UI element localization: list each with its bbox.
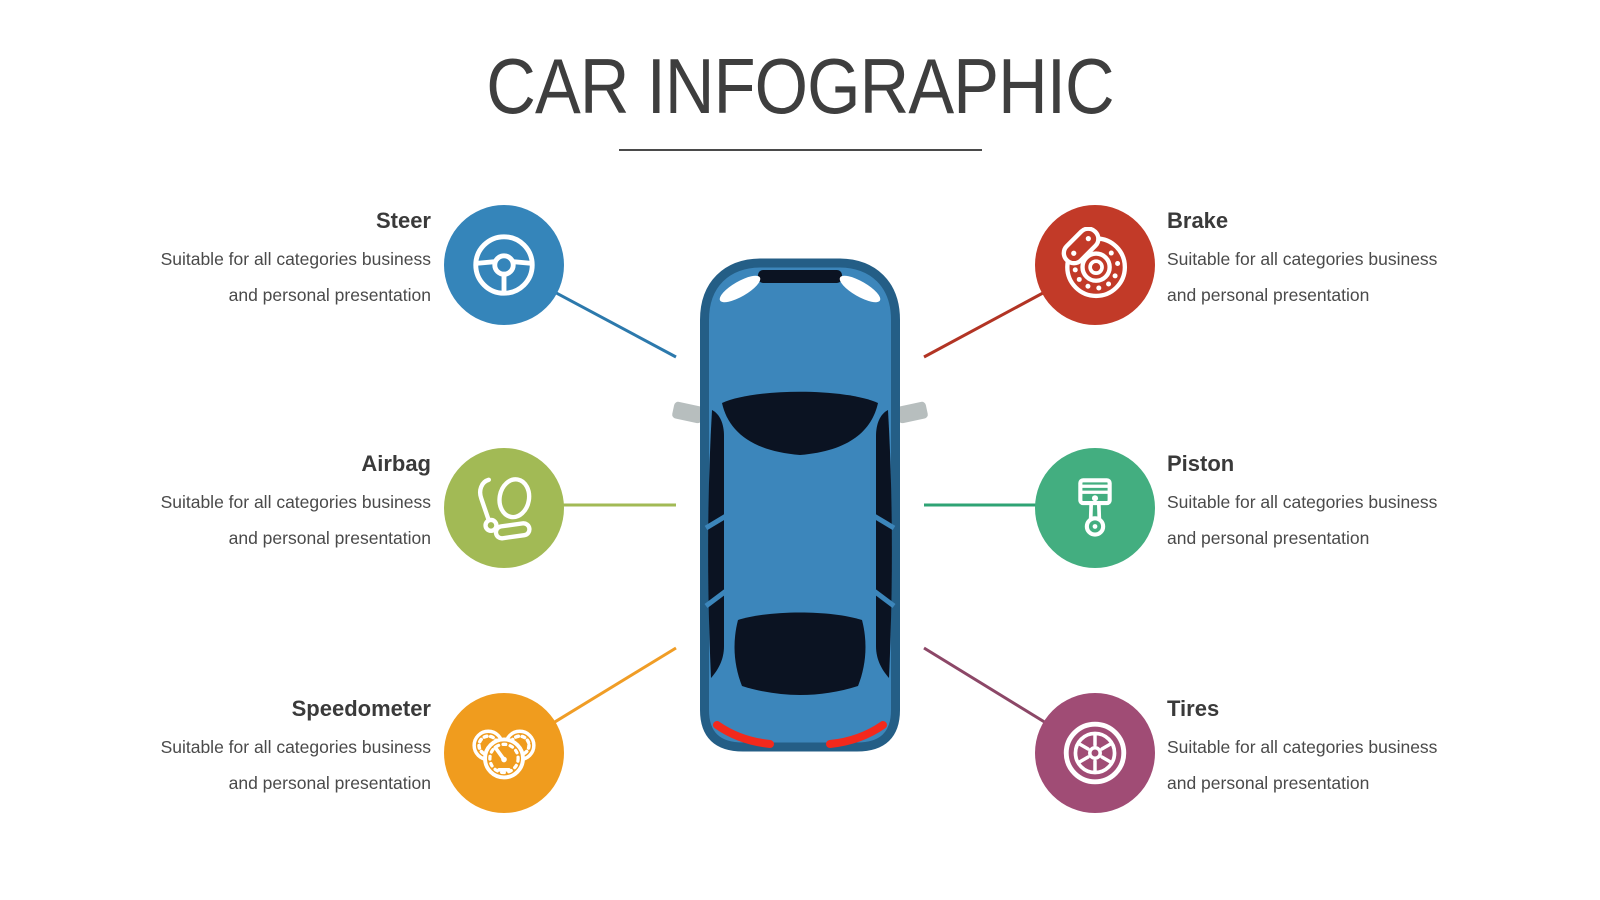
car-right-headlight — [839, 275, 881, 303]
car-left-headlight — [719, 275, 761, 303]
item-title: Airbag — [361, 451, 431, 476]
brake-circle — [1035, 205, 1155, 325]
car-top-view-illustration — [672, 258, 928, 752]
piston-icon — [1078, 478, 1112, 537]
car-right-side-window — [876, 410, 892, 678]
description-line: Suitable for all categories business — [160, 492, 431, 512]
brake-caliper — [1061, 227, 1101, 266]
car-front-grille — [758, 270, 842, 283]
description-line: and personal presentation — [228, 528, 431, 548]
item-description: Suitable for all categories business and… — [1167, 241, 1512, 313]
item-brake-text: Brake Suitable for all categories busine… — [1167, 208, 1512, 313]
description-line: Suitable for all categories business — [160, 249, 431, 269]
item-title: Tires — [1167, 696, 1220, 721]
item-piston-text: Piston Suitable for all categories busin… — [1167, 451, 1512, 556]
description-line: Suitable for all categories business — [1167, 737, 1438, 757]
item-description: Suitable for all categories business and… — [86, 729, 431, 801]
description-line: and personal presentation — [228, 285, 431, 305]
item-title: Speedometer — [291, 696, 431, 721]
car-right-taillight — [826, 721, 887, 748]
description-line: Suitable for all categories business — [160, 737, 431, 757]
item-title: Brake — [1167, 208, 1229, 233]
item-description: Suitable for all categories business and… — [1167, 729, 1512, 801]
page-title: CAR INFOGRAPHIC — [486, 42, 1114, 130]
item-title: Piston — [1167, 451, 1235, 476]
airbag-seat-icon — [478, 477, 532, 541]
car-left-taillight — [713, 721, 774, 748]
steering-wheel-icon — [473, 234, 535, 296]
item-description: Suitable for all categories business and… — [1167, 484, 1512, 556]
car-window-pillars — [704, 513, 896, 608]
wheel-spokes — [1077, 733, 1113, 773]
item-speedometer-text: Speedometer Suitable for all categories … — [86, 696, 431, 801]
speedometer-icon — [472, 729, 536, 780]
item-description: Suitable for all categories business and… — [86, 241, 431, 313]
item-description: Suitable for all categories business and… — [86, 484, 431, 556]
brake-disc-icon — [1061, 227, 1128, 299]
description-line: and personal presentation — [1167, 528, 1370, 548]
description-line: and personal presentation — [1167, 773, 1370, 793]
car-left-side-window — [708, 410, 724, 678]
description-line: Suitable for all categories business — [1167, 249, 1438, 269]
piston-circle — [1035, 448, 1155, 568]
car-right-mirror — [896, 401, 928, 424]
item-title: Steer — [375, 208, 431, 233]
brake-disc-bolts — [1072, 250, 1121, 291]
description-line: and personal presentation — [228, 773, 431, 793]
tires-circle — [1035, 693, 1155, 813]
item-steer-text: Steer Suitable for all categories busine… — [86, 208, 431, 313]
car-windshield — [722, 391, 878, 455]
steer-circle — [444, 205, 564, 325]
car-rear-window — [734, 612, 866, 695]
description-line: and personal presentation — [1167, 285, 1370, 305]
item-tires-text: Tires Suitable for all categories busine… — [1167, 696, 1512, 801]
description-line: Suitable for all categories business — [1167, 492, 1438, 512]
car-left-mirror — [672, 401, 704, 424]
item-airbag-text: Airbag Suitable for all categories busin… — [86, 451, 431, 556]
airbag-circle — [444, 448, 564, 568]
speedometer-circle — [444, 693, 564, 813]
title-underline — [619, 149, 982, 151]
tire-wheel-icon — [1063, 721, 1127, 785]
